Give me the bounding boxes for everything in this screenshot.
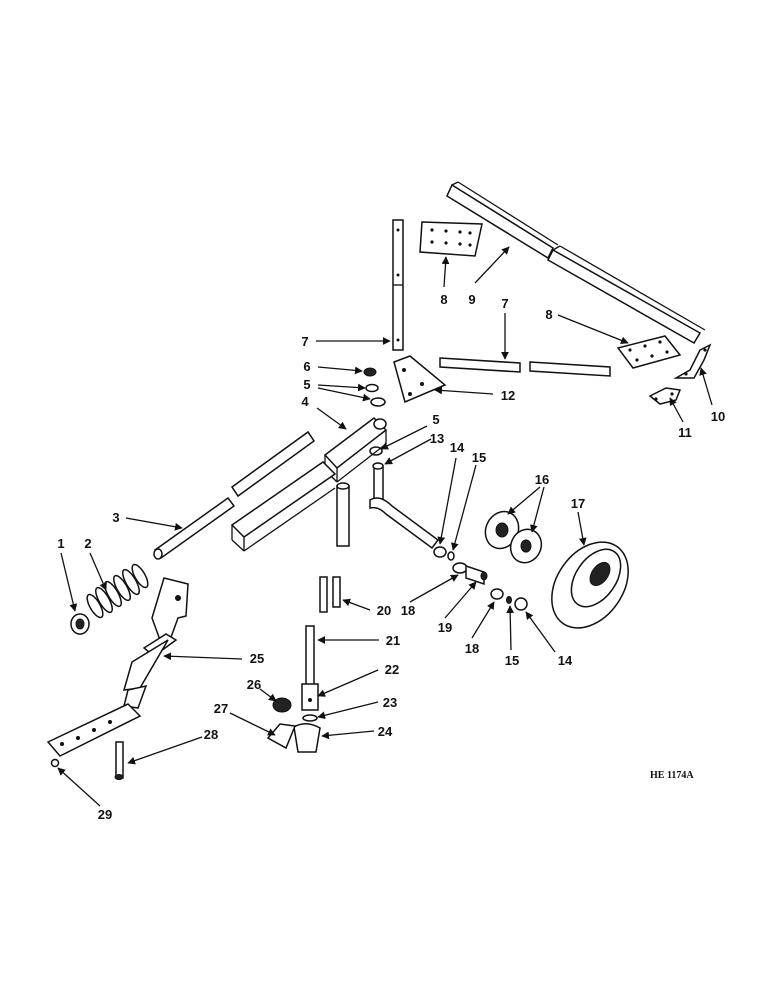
bracket-11 xyxy=(648,387,682,405)
nut-6 xyxy=(363,367,377,377)
spring-2 xyxy=(86,563,149,619)
callout-16: 16 xyxy=(535,472,549,487)
axle-arm-13 xyxy=(369,462,440,550)
pin-28 xyxy=(114,741,124,780)
spring-arm-25 xyxy=(46,577,189,757)
callout-19: 19 xyxy=(438,620,452,635)
callout-15: 15 xyxy=(505,653,519,668)
callout-2: 2 xyxy=(84,536,91,551)
shoe-27 xyxy=(266,723,297,750)
rod-20-21 xyxy=(305,482,350,689)
callout-17: 17 xyxy=(571,496,585,511)
callout-14: 14 xyxy=(558,653,573,668)
callout-28: 28 xyxy=(204,727,218,742)
gusset-plate-12 xyxy=(393,355,447,404)
frame-angle-9 xyxy=(446,181,706,345)
bearings-16 xyxy=(484,510,543,564)
callout-labels: 1 2 3 4 5 5 6 7 7 8 8 9 10 11 12 13 14 1… xyxy=(57,292,725,822)
washer-23 xyxy=(302,714,318,722)
callout-4: 4 xyxy=(301,394,309,409)
callout-29: 29 xyxy=(98,807,112,822)
callout-5: 5 xyxy=(303,377,310,392)
callout-10: 10 xyxy=(711,409,725,424)
shoe-24 xyxy=(293,723,321,753)
callout-23: 23 xyxy=(383,695,397,710)
callout-21: 21 xyxy=(386,633,400,648)
callout-22: 22 xyxy=(385,662,399,677)
callout-1: 1 xyxy=(57,536,64,551)
callout-24: 24 xyxy=(378,724,393,739)
callout-7: 7 xyxy=(501,296,508,311)
collar-1 xyxy=(70,613,90,635)
callout-13: 13 xyxy=(430,431,444,446)
callout-25: 25 xyxy=(250,651,264,666)
callout-8: 8 xyxy=(440,292,447,307)
callout-3: 3 xyxy=(112,510,119,525)
plate-8-upper xyxy=(419,221,483,257)
clevis-22 xyxy=(301,683,319,711)
tire-17 xyxy=(551,541,629,629)
callout-11: 11 xyxy=(678,425,692,440)
square-tube-4 xyxy=(230,417,388,552)
leader-lines xyxy=(57,246,713,807)
callout-18: 18 xyxy=(401,603,415,618)
pin-29 xyxy=(50,758,60,768)
figure-code: HE 1174A xyxy=(650,770,694,781)
callout-15: 15 xyxy=(472,450,486,465)
callout-7: 7 xyxy=(301,334,308,349)
round-tube-3 xyxy=(153,430,316,560)
nut-26 xyxy=(272,697,292,713)
callout-5: 5 xyxy=(432,412,439,427)
callout-18: 18 xyxy=(465,641,479,656)
hub-parts xyxy=(433,546,528,611)
callout-27: 27 xyxy=(214,701,228,716)
bracket-10 xyxy=(673,343,712,379)
callout-20: 20 xyxy=(377,603,391,618)
bar-7-vertical xyxy=(392,219,404,351)
callout-26: 26 xyxy=(247,677,261,692)
callout-14: 14 xyxy=(450,440,465,455)
bar-7-horizontal xyxy=(439,357,611,377)
callout-8: 8 xyxy=(545,307,552,322)
callout-6: 6 xyxy=(303,359,310,374)
callout-9: 9 xyxy=(468,292,475,307)
callout-12: 12 xyxy=(501,388,515,403)
plate-8-lower xyxy=(616,335,682,369)
